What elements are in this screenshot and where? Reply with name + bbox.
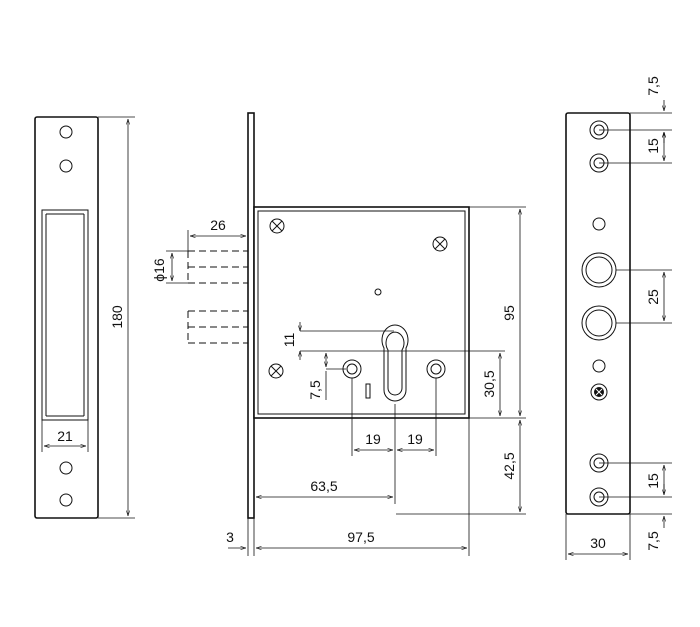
dim-keyhole-offset: 11	[281, 322, 505, 360]
faceplate-front	[565, 112, 631, 515]
dim-case-width: 3 97,5	[226, 418, 470, 556]
label-hole-spacing: 25	[645, 289, 661, 305]
dim-backset: 63,5	[256, 478, 393, 497]
spindle-hole	[374, 288, 382, 296]
label-lower-height: 42,5	[501, 452, 517, 479]
label-top-margin: 7,5	[645, 76, 661, 96]
dim-strike-slot-width: 21	[41, 420, 89, 452]
bolt-lower	[187, 310, 248, 344]
label-backset: 63,5	[310, 478, 337, 494]
dim-case-height: 95 30,5 42,5	[396, 206, 526, 515]
bolt-upper	[187, 250, 248, 284]
label-bolt-diameter: ϕ16	[151, 258, 167, 282]
case-screw-top-right	[432, 236, 448, 252]
label-cylinder-offset: 30,5	[481, 370, 497, 397]
dim-screw-offset: 7,5	[307, 353, 346, 400]
label-case-width: 97,5	[347, 529, 374, 545]
strike-slot	[41, 209, 89, 421]
strike-plate	[34, 116, 99, 519]
label-strike-height: 180	[109, 305, 125, 329]
case-screw-top-left	[269, 218, 285, 234]
label-bolt-projection: 26	[210, 217, 226, 233]
dim-faceplate-right: 7,5 15 25 15 7,5	[599, 76, 672, 551]
faceplate-small-hole-2	[592, 359, 606, 373]
faceplate-small-hole-1	[592, 217, 606, 231]
faceplate-screw-middle	[590, 383, 608, 401]
cylinder-profile	[381, 324, 409, 402]
lock-case	[253, 206, 470, 419]
dim-faceplate-width: 30	[565, 514, 631, 560]
label-screw-offset: 7,5	[307, 380, 323, 400]
label-bottom-spacing: 15	[645, 473, 661, 489]
strike-hole-bottom-2	[59, 493, 73, 507]
label-strike-slot-width: 21	[57, 428, 73, 444]
lock-faceplate	[247, 112, 255, 519]
dim-hole-spacing-19: 19 19	[351, 378, 437, 504]
label-case-height: 95	[501, 305, 517, 321]
label-top-spacing: 15	[645, 138, 661, 154]
label-right-spacing: 19	[407, 431, 423, 447]
label-keyhole-offset: 11	[281, 333, 297, 348]
strike-hole-bottom-1	[59, 461, 73, 475]
label-bottom-margin: 7,5	[645, 531, 661, 551]
label-faceplate-width: 30	[590, 535, 606, 551]
dim-bolt-projection: 26	[187, 217, 246, 251]
cam-slot	[365, 383, 371, 399]
lock-body	[187, 112, 470, 519]
case-screw-bottom-left	[268, 363, 284, 379]
dim-strike-height: 180	[98, 116, 135, 519]
strike-hole-top-1	[59, 125, 73, 139]
strike-hole-top-2	[59, 159, 73, 173]
dim-bolt-diameter: ϕ16	[151, 250, 188, 284]
label-left-spacing: 19	[365, 431, 381, 447]
label-faceplate-thickness: 3	[226, 529, 234, 545]
